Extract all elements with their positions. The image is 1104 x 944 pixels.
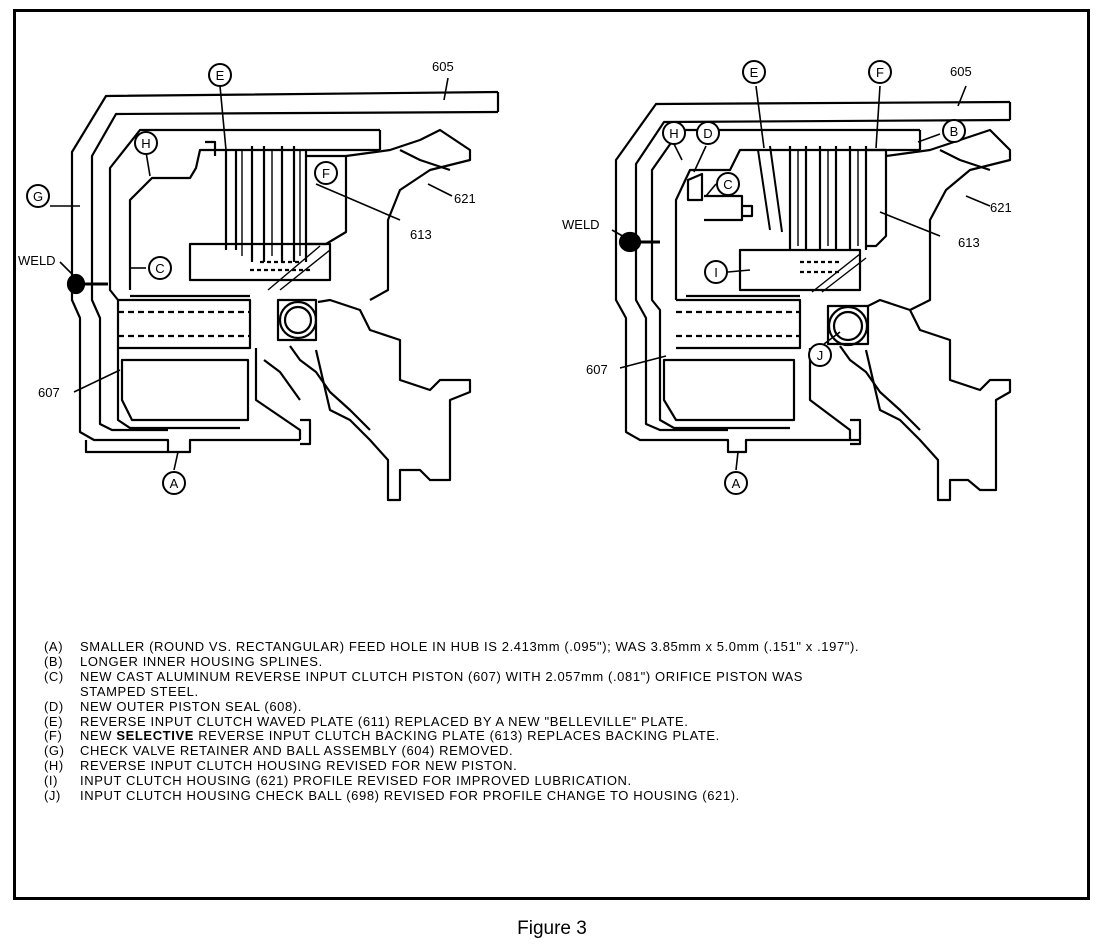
- left-labels: 605 621 613 607 WELD E H F G C A: [18, 59, 476, 495]
- svg-text:A: A: [170, 476, 179, 491]
- bubble-i-right: I: [704, 260, 728, 284]
- ref-605-left: 605: [432, 59, 454, 74]
- note-g: (G) CHECK VALVE RETAINER AND BALL ASSEMB…: [44, 743, 514, 759]
- right-labels: 605 621 613 607 WELD E F H D B C: [562, 60, 1012, 495]
- ref-613-right: 613: [958, 235, 980, 250]
- bubble-c-left: C: [148, 256, 172, 280]
- svg-text:E: E: [750, 65, 759, 80]
- note-f: (F) NEW SELECTIVE REVERSE INPUT CLUTCH B…: [44, 728, 1074, 744]
- svg-text:J: J: [817, 348, 824, 363]
- figure-frame: [13, 9, 1090, 900]
- left-cross-section: [50, 77, 500, 502]
- bubble-f-right: F: [868, 60, 892, 84]
- bubble-h-right: H: [662, 121, 686, 145]
- note-e: (E) REVERSE INPUT CLUTCH WAVED PLATE (61…: [44, 713, 689, 729]
- bubble-b-right: B: [942, 119, 966, 143]
- note-a: (A) SMALLER (ROUND VS. RECTANGULAR) FEED…: [44, 639, 860, 654]
- svg-text:D: D: [703, 126, 712, 141]
- weld-label-right: WELD: [562, 217, 600, 232]
- bubble-j-right: J: [808, 343, 832, 367]
- bubble-g-left: G: [26, 184, 50, 208]
- note-j: (J) INPUT CLUTCH HOUSING CHECK BALL (698…: [44, 788, 740, 804]
- ref-621-right: 621: [990, 200, 1012, 215]
- bubble-d-right: D: [696, 121, 720, 145]
- note-b: (B) LONGER INNER HOUSING SPLINES.: [44, 653, 323, 669]
- ref-607-left: 607: [38, 385, 60, 400]
- note-i: (I) INPUT CLUTCH HOUSING (621) PROFILE R…: [44, 773, 632, 789]
- note-h: (H) REVERSE INPUT CLUTCH HOUSING REVISED…: [44, 758, 518, 774]
- ref-613-left: 613: [410, 227, 432, 242]
- notes-list: (A) SMALLER (ROUND VS. RECTANGULAR) FEED…: [44, 639, 1074, 804]
- svg-text:E: E: [216, 68, 225, 83]
- weld-label-left: WELD: [18, 253, 56, 268]
- right-cross-section: [611, 85, 1012, 502]
- bubble-e-right: E: [742, 60, 766, 84]
- svg-text:F: F: [876, 65, 884, 80]
- note-c: (C) NEW CAST ALUMINUM REVERSE INPUT CLUT…: [44, 668, 804, 699]
- bubble-a-right: A: [724, 471, 748, 495]
- svg-text:A: A: [732, 476, 741, 491]
- ref-607-right: 607: [586, 362, 608, 377]
- svg-text:C: C: [155, 261, 164, 276]
- ref-605-right: 605: [950, 64, 972, 79]
- svg-text:B: B: [950, 124, 959, 139]
- figure-caption: Figure 3: [517, 918, 587, 939]
- note-d: (D) NEW OUTER PISTON SEAL (608).: [44, 698, 302, 714]
- svg-text:F: F: [322, 166, 330, 181]
- ref-621-left: 621: [454, 191, 476, 206]
- svg-text:C: C: [723, 177, 732, 192]
- bubble-c-right: C: [716, 172, 740, 196]
- note-f-text: NEW SELECTIVE REVERSE INPUT CLUTCH BACKI…: [80, 728, 720, 744]
- svg-text:H: H: [141, 136, 150, 151]
- bubble-a-left: A: [162, 471, 186, 495]
- bubble-h-left: H: [134, 131, 158, 155]
- svg-text:I: I: [714, 265, 718, 280]
- bubble-e-left: E: [208, 63, 232, 87]
- svg-text:G: G: [33, 189, 43, 204]
- svg-text:H: H: [669, 126, 678, 141]
- bubble-f-left: F: [314, 161, 338, 185]
